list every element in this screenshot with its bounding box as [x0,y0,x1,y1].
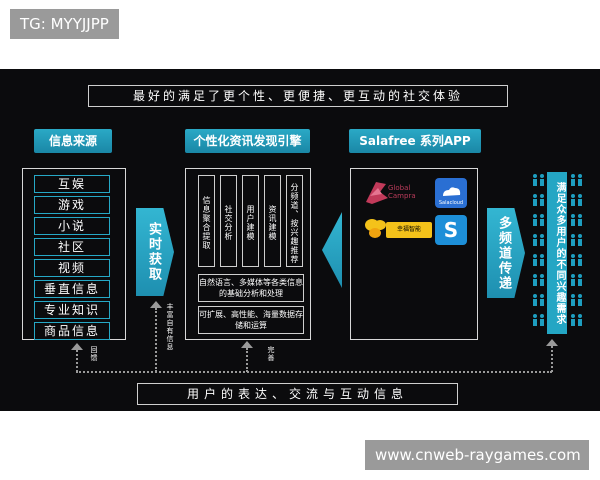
feedback-label: 回馈 [90,346,98,362]
arrowhead-up-icon [546,339,558,346]
salacloud-logo-icon [435,178,467,208]
watermark-top-left: TG: MYYJJPP [10,9,119,39]
salacloud-logo-text: Salacloud [438,200,464,206]
arrowhead-up-icon [241,341,253,348]
engine-box [185,168,311,340]
source-item: 视频 [34,259,110,277]
source-item: 垂直信息 [34,280,110,298]
source-item: 游戏 [34,196,110,214]
engine-storage-box: 可扩展、高性能、海量数据存储和运算 [198,306,304,334]
arrowhead-up-icon [150,301,162,308]
bee-logo-text: 幸福智能 [386,222,432,238]
perfect-label: 完善 [267,346,275,362]
source-item: 互娱 [34,175,110,193]
realtime-arrow-label: 实时获取 [146,222,161,282]
user-needs-label: 满足众多用户的不同兴趣需求 [547,172,567,334]
engine-col-social: 社交分析 [220,175,237,267]
engine-col-recommend: 分频道、按兴趣推荐 [286,175,303,267]
apps-box [350,168,478,340]
feedback-dotted-line [76,371,552,373]
feedback-dotted-up-rich [155,308,157,372]
multichannel-arrow-label: 多频道传递 [496,215,511,291]
feedback-dotted-up-left [76,350,78,372]
engine-analysis-box: 自然语言、多媒体等各类信息的基础分析和处理 [198,274,304,302]
feedback-dotted-up-users [551,346,553,372]
engine-col-info-model: 资讯建模 [264,175,281,267]
engine-col-user-model: 用户建模 [242,175,259,267]
bee-logo-icon [362,216,388,240]
engine-col-aggregate: 信息聚合提取 [198,175,215,267]
arrowhead-up-icon [71,343,83,350]
global-campra-logo-text: Global Campra [388,184,416,200]
watermark-bottom-right: www.cnweb-raygames.com [365,440,589,470]
user-crowd-right-icon [569,170,583,340]
source-item: 专业知识 [34,301,110,319]
bottom-banner: 用户的表达、交流与互动信息 [137,383,458,405]
rich-info-label: 丰富自有信息 [166,303,174,351]
source-item: 小说 [34,217,110,235]
engine-title: 个性化资讯发现引擎 [185,129,310,153]
global-campra-logo-icon [362,178,392,206]
s-app-logo-icon: S [435,215,467,245]
apps-title: Salafree 系列APP [349,129,481,153]
top-banner: 最好的满足了更个性、更便捷、更互动的社交体验 [88,85,508,107]
feedback-dotted-up-engine [246,348,248,372]
source-item: 商品信息 [34,322,110,340]
source-item: 社区 [34,238,110,256]
sources-title: 信息来源 [34,129,112,153]
user-crowd-left-icon [531,170,545,340]
